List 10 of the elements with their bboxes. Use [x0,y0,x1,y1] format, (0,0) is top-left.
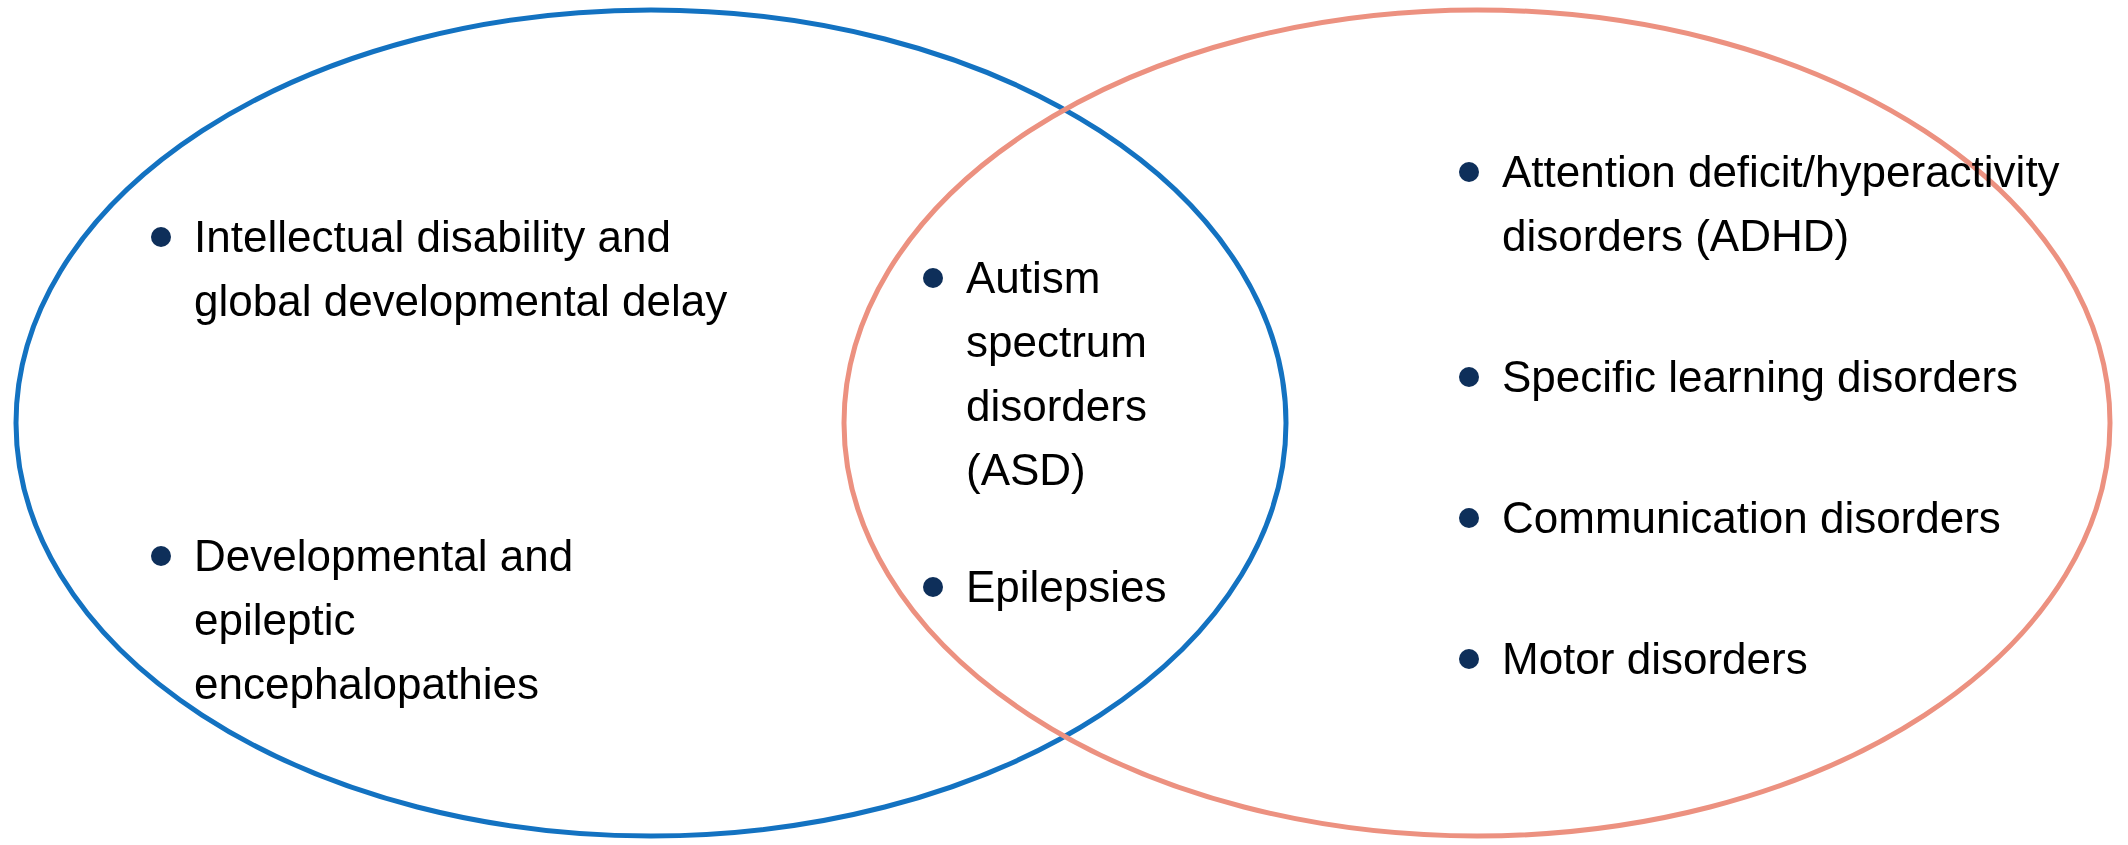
list-item-text: Communication disorders [1502,492,2002,544]
list-item-text: Attention deficit/hyperactivity disorders (ADHD) [1502,146,2061,262]
list-item-text: Autism spectrum disorders (ASD) [966,252,1148,496]
list-item-text: Specific learning disorders [1502,351,2020,403]
venn-ellipse [13,7,1289,839]
list-item-text: Motor disorders [1502,633,1809,685]
list-item-text: Epilepsies [966,561,1168,613]
venn-ellipse [841,7,2113,839]
list-item-text: Developmental and epileptic encephalopathies [194,530,575,710]
list-item-text: Intellectual disability and global developmental delay [194,211,729,327]
